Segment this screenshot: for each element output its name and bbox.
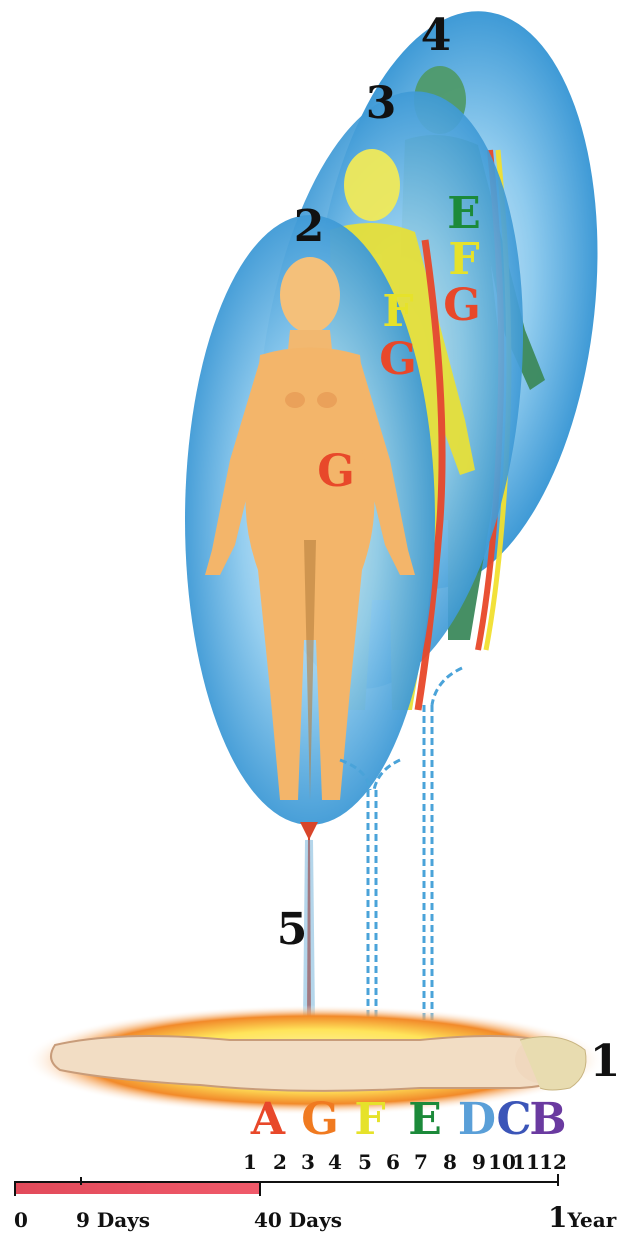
timeline-month-1: 1 bbox=[243, 1152, 257, 1172]
timeline-nine-days-label: 9 Days bbox=[76, 1210, 150, 1230]
timeline-month-4: 4 bbox=[328, 1152, 342, 1172]
body-letter-e: E bbox=[408, 1098, 442, 1142]
fourth-body-letter-g: G bbox=[443, 284, 481, 328]
fourth-body-letter-f: F bbox=[448, 238, 479, 282]
third-body-letter-f: F bbox=[382, 290, 413, 334]
fourth-body-cord bbox=[424, 668, 462, 1020]
body-letter-d: D bbox=[458, 1098, 496, 1142]
timeline-bar bbox=[14, 1174, 559, 1196]
timeline-start-label: 0 bbox=[14, 1210, 28, 1230]
stage-label-third-body: 3 bbox=[366, 82, 397, 126]
second-body-letter: G bbox=[317, 450, 355, 494]
stage-label-silver-cord: 5 bbox=[277, 908, 308, 952]
timeline-year-number: 1 bbox=[548, 1201, 567, 1234]
stage-label-fourth-body: 4 bbox=[421, 14, 452, 58]
fourth-body-letter-e: E bbox=[447, 192, 481, 236]
timeline-month-7: 7 bbox=[414, 1152, 428, 1172]
body-letter-c: C bbox=[496, 1098, 531, 1142]
timeline-month-8: 8 bbox=[443, 1152, 457, 1172]
body-letter-g: G bbox=[301, 1098, 339, 1142]
timeline-month-12: 12 bbox=[539, 1152, 567, 1172]
timeline-month-5: 5 bbox=[358, 1152, 372, 1172]
timeline-month-9: 9 bbox=[472, 1152, 486, 1172]
stage-label-physical-body: 1 bbox=[590, 1040, 621, 1084]
body-letter-a: A bbox=[251, 1098, 285, 1142]
timeline-month-2: 2 bbox=[273, 1152, 287, 1172]
timeline-year-word: Year bbox=[567, 1208, 616, 1232]
timeline-month-6: 6 bbox=[386, 1152, 400, 1172]
body-letter-b: B bbox=[529, 1098, 566, 1142]
stage-label-second-body: 2 bbox=[294, 205, 325, 249]
timeline-year-label: 1Year bbox=[548, 1204, 616, 1232]
timeline-month-11: 11 bbox=[512, 1152, 540, 1172]
body-letter-f: F bbox=[354, 1098, 385, 1142]
third-body-letter-g: G bbox=[379, 338, 417, 382]
timeline-forty-days-label: 40 Days bbox=[254, 1210, 342, 1230]
timeline-month-3: 3 bbox=[301, 1152, 315, 1172]
